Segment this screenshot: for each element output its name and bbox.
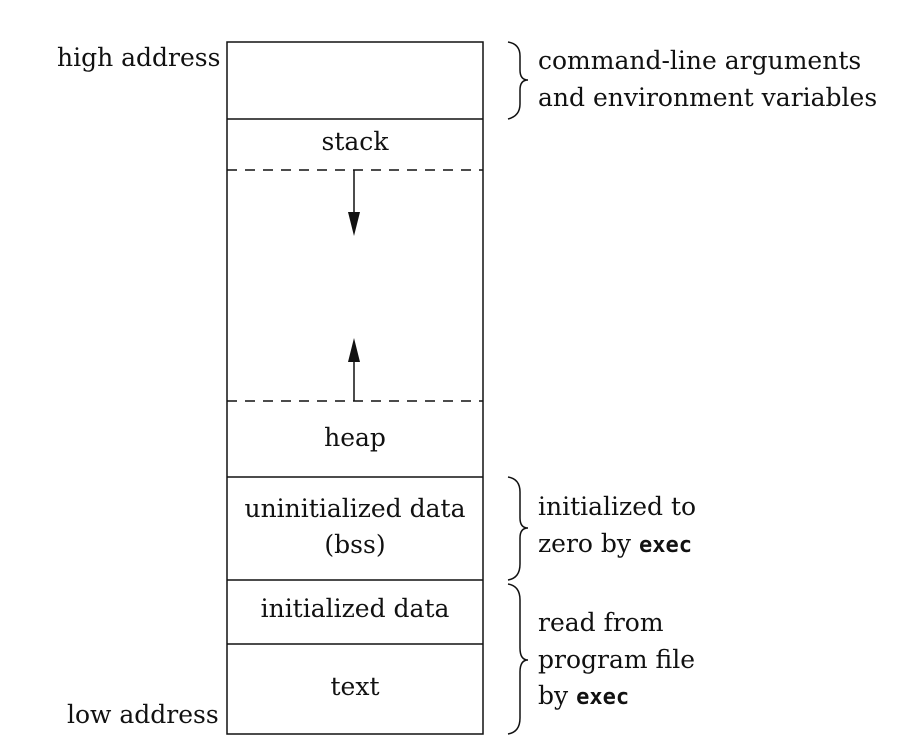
read-annotation-line1: read from <box>538 608 664 637</box>
bss-annotation-line1: initialized to <box>538 492 697 521</box>
args-annotation-line1: command-line arguments <box>538 46 862 75</box>
stack-growth-arrow-head <box>348 212 360 236</box>
high-address-label: high address <box>57 43 221 72</box>
bss-annotation-line2: zero by exec <box>538 526 692 564</box>
read-annotation-prefix: by <box>538 681 577 710</box>
read-annotation-line3: by exec <box>538 678 629 716</box>
heap-growth-arrow-head <box>348 338 360 362</box>
initialized-data-label: initialized data <box>260 594 450 623</box>
brace-bss <box>507 476 529 581</box>
heap-label: heap <box>324 423 386 452</box>
low-address-label: low address <box>67 700 219 729</box>
brace-args <box>507 41 529 120</box>
memory-outline <box>226 41 484 735</box>
brace-read <box>507 583 529 735</box>
exec-code-bss: exec <box>639 533 692 558</box>
stack-label: stack <box>321 127 389 156</box>
exec-code-read: exec <box>576 685 630 710</box>
bss-annotation-prefix: zero by <box>538 529 639 558</box>
read-annotation-line2: program file <box>538 645 695 674</box>
bss-label-line2: (bss) <box>324 530 386 559</box>
args-annotation-line2: and environment variables <box>538 83 878 112</box>
bss-label-line1: uninitialized data <box>244 494 466 523</box>
text-segment-label: text <box>330 672 380 701</box>
